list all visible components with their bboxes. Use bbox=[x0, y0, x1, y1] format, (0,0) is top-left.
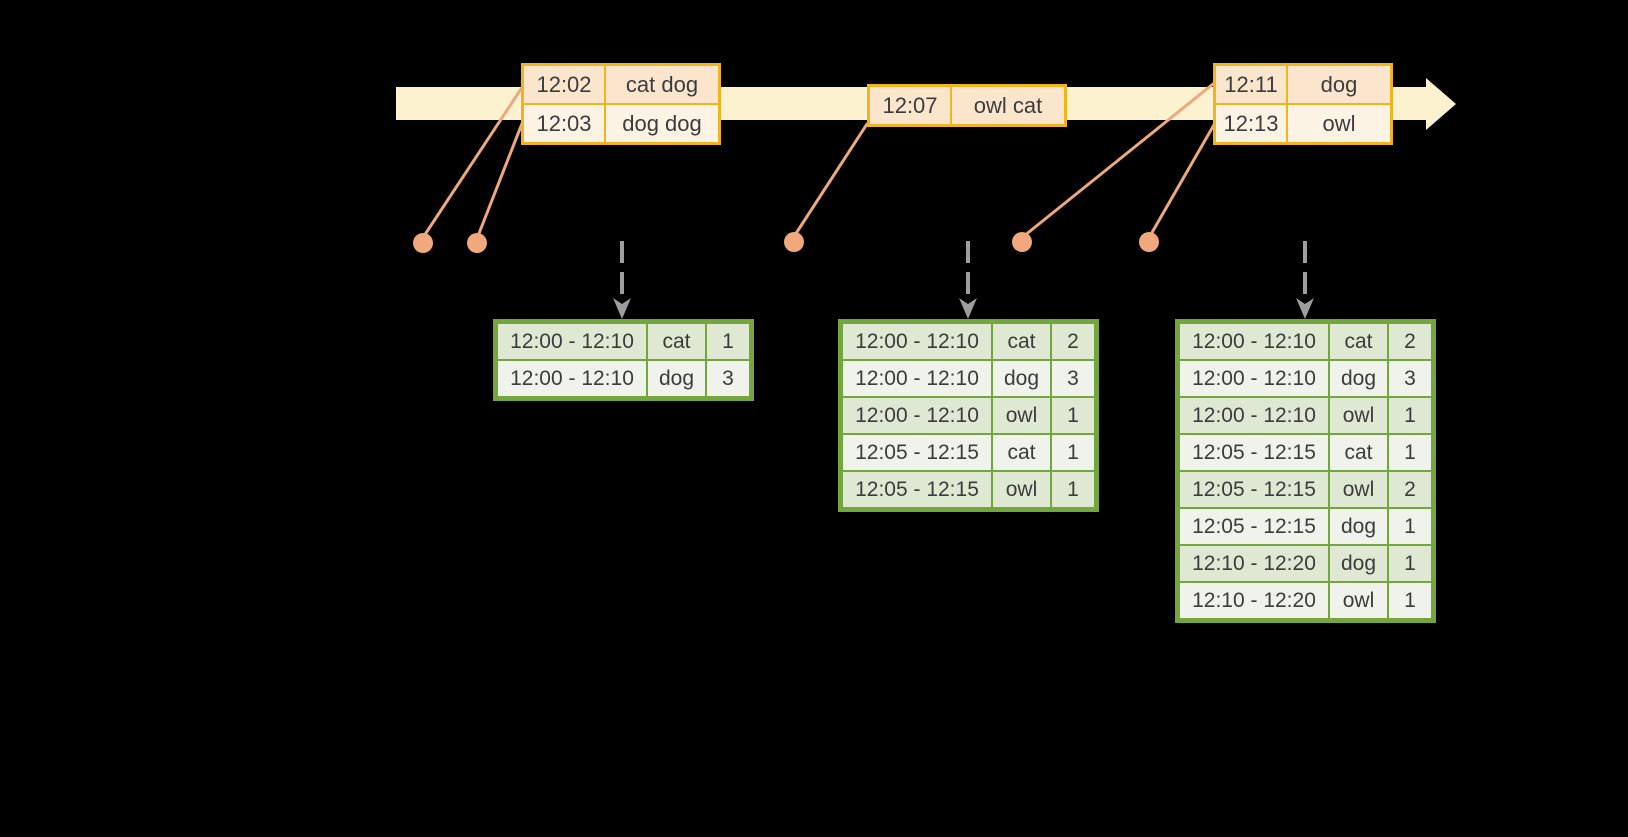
result-cell: 12:05 - 12:15 bbox=[1176, 470, 1330, 509]
result-cell: owl bbox=[1328, 470, 1389, 509]
result-cell: 2 bbox=[1387, 470, 1435, 509]
event-cell: 12:03 bbox=[521, 103, 606, 145]
result-cell: 12:00 - 12:10 bbox=[839, 320, 993, 361]
event-cell: 12:07 bbox=[867, 84, 952, 127]
result-cell: 3 bbox=[1387, 359, 1435, 398]
result-cell: 12:00 - 12:10 bbox=[839, 359, 993, 398]
result-cell: 12:10 - 12:20 bbox=[1176, 581, 1330, 622]
result-cell: 2 bbox=[1387, 320, 1435, 361]
trigger-arrowhead-icon bbox=[1296, 298, 1314, 319]
event-dot bbox=[413, 233, 433, 253]
event-connector-line bbox=[422, 87, 523, 238]
result-cell: 1 bbox=[1387, 433, 1435, 472]
result-cell: 12:00 - 12:10 bbox=[839, 396, 993, 435]
event-cell: owl bbox=[1286, 103, 1393, 145]
event-cell: 12:02 bbox=[521, 63, 606, 105]
result-cell: 12:05 - 12:15 bbox=[839, 433, 993, 472]
result-cell: cat bbox=[646, 320, 707, 361]
result-cell: cat bbox=[1328, 320, 1389, 361]
result-cell: 12:00 - 12:10 bbox=[494, 359, 648, 400]
result-cell: cat bbox=[991, 320, 1052, 361]
event-connector-line bbox=[476, 119, 525, 238]
event-connector-line bbox=[1148, 121, 1217, 238]
event-time-arrowhead-icon bbox=[1426, 78, 1456, 130]
result-cell: 12:00 - 12:10 bbox=[1176, 320, 1330, 361]
event-cell: dog dog bbox=[604, 103, 721, 145]
trigger-arrowhead-icon bbox=[613, 298, 631, 319]
result-cell: 1 bbox=[1387, 396, 1435, 435]
result-cell: 2 bbox=[1050, 320, 1098, 361]
event-connector-line bbox=[1022, 82, 1215, 238]
result-cell: 1 bbox=[1387, 544, 1435, 583]
result-cell: 1 bbox=[1387, 581, 1435, 622]
trigger-arrowhead-icon bbox=[959, 298, 977, 319]
event-cell: 12:13 bbox=[1213, 103, 1288, 145]
event-dot bbox=[1139, 232, 1159, 252]
trigger-arrow bbox=[613, 241, 631, 319]
event-dot bbox=[467, 233, 487, 253]
result-cell: dog bbox=[1328, 507, 1389, 546]
result-cell: dog bbox=[1328, 544, 1389, 583]
result-cell: 12:00 - 12:10 bbox=[1176, 359, 1330, 398]
result-cell: 1 bbox=[1050, 396, 1098, 435]
result-cell: owl bbox=[991, 396, 1052, 435]
result-cell: dog bbox=[1328, 359, 1389, 398]
event-cell: dog bbox=[1286, 63, 1393, 105]
result-cell: 12:10 - 12:20 bbox=[1176, 544, 1330, 583]
result-cell: cat bbox=[991, 433, 1052, 472]
result-cell: dog bbox=[991, 359, 1052, 398]
event-cell: 12:11 bbox=[1213, 63, 1288, 105]
result-cell: 12:05 - 12:15 bbox=[1176, 507, 1330, 546]
event-dot bbox=[784, 232, 804, 252]
result-cell: 12:00 - 12:10 bbox=[494, 320, 648, 361]
result-cell: 12:00 - 12:10 bbox=[1176, 396, 1330, 435]
result-cell: 1 bbox=[1387, 507, 1435, 546]
event-dot bbox=[1012, 232, 1032, 252]
result-cell: 3 bbox=[1050, 359, 1098, 398]
result-cell: 1 bbox=[705, 320, 753, 361]
event-connector-line bbox=[793, 122, 869, 237]
event-cell: cat dog bbox=[604, 63, 721, 105]
result-cell: 1 bbox=[1050, 470, 1098, 511]
result-cell: owl bbox=[1328, 581, 1389, 622]
result-cell: 12:05 - 12:15 bbox=[1176, 433, 1330, 472]
trigger-arrow bbox=[959, 241, 977, 319]
result-cell: owl bbox=[1328, 396, 1389, 435]
result-cell: 3 bbox=[705, 359, 753, 400]
result-cell: 12:05 - 12:15 bbox=[839, 470, 993, 511]
event-cell: owl cat bbox=[950, 84, 1067, 127]
trigger-arrow bbox=[1296, 241, 1314, 319]
result-cell: 1 bbox=[1050, 433, 1098, 472]
result-cell: cat bbox=[1328, 433, 1389, 472]
result-cell: owl bbox=[991, 470, 1052, 511]
result-cell: dog bbox=[646, 359, 707, 400]
